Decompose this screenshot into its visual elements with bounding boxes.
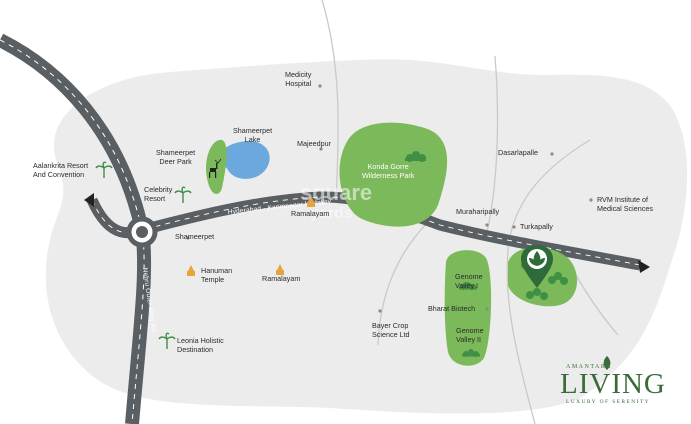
dot-rvm	[589, 198, 593, 202]
label-ramalayam-bottom: Ramalayam	[262, 274, 301, 283]
minor-roads	[321, 0, 619, 424]
palm-tree-icon	[95, 161, 113, 178]
label-genome-valley-2: Genome Valley II	[456, 326, 484, 344]
dot-shameerpet	[186, 236, 190, 240]
label-dasarlapalle: Dasarlapalle	[498, 148, 538, 157]
dot-majeedpur	[319, 147, 323, 151]
map-background-area	[45, 59, 688, 414]
label-shameerpet-lake: Shameerpet Lake	[233, 126, 273, 144]
location-dots	[186, 84, 593, 313]
temple-icon	[187, 265, 195, 276]
konda-gorre-park	[339, 122, 448, 227]
dot-bayer	[378, 309, 382, 313]
deer-icon	[209, 158, 222, 178]
dot-muraharipally	[485, 223, 489, 227]
dot-dasarlapalle	[550, 152, 554, 156]
label-shameerpet-deer-park: Shameerpet Deer Park	[156, 148, 196, 166]
brand-tagline: LUXURY OF SERENITY	[566, 399, 650, 405]
dot-bharat-biotech	[485, 307, 489, 311]
minor-road-dasarlapalle	[506, 139, 591, 424]
minor-road-bayer	[377, 219, 431, 346]
label-muraharipally: Muraharipally	[456, 207, 500, 216]
label-rvm-institute: RVM Institute of Medical Sciences	[597, 195, 653, 213]
label-konda-gorre: Konda Gorre Wilderness Park	[362, 162, 415, 180]
shameerpet-lake	[218, 141, 270, 179]
leaf-location-pin-icon	[521, 245, 553, 288]
dot-medicity	[318, 84, 322, 88]
project-pointer-line	[572, 269, 619, 336]
label-bharat-biotech: Bharat Biotech	[428, 304, 476, 313]
brand-top: AMANTARA	[566, 364, 613, 370]
road-arrow-left	[84, 193, 94, 207]
tree-cluster-icon	[459, 282, 480, 357]
dot-turkapally	[512, 225, 516, 229]
road-arrow-right	[638, 260, 650, 273]
watermark-yards: yards	[310, 205, 353, 222]
label-bayer-crop: Bayer Crop Science Ltd	[372, 321, 410, 339]
label-medicity-hospital: Medicity Hospital	[285, 70, 312, 88]
temple-icon	[276, 264, 284, 275]
brand-leaf-icon	[603, 356, 611, 370]
label-shameerpet: Shameerpet	[175, 232, 215, 241]
label-genome-valley-1: Genome Valley I	[455, 272, 483, 290]
watermark-square: square	[300, 180, 373, 205]
minor-road-medicity	[321, 0, 339, 201]
brand-name: LIVING	[560, 368, 666, 400]
label-ramalayam-top: Ramalayam	[291, 209, 330, 218]
label-celebrity-resort: Celebrity Resort	[144, 185, 173, 203]
minor-road-north	[484, 55, 499, 241]
palm-tree-icon	[174, 186, 192, 203]
genome-valley-area	[444, 250, 492, 366]
temple-icons	[187, 196, 315, 276]
temple-icon	[307, 196, 315, 207]
label-turkapally: Turkapally	[520, 222, 553, 231]
label-majeedpur: Majeedpur	[297, 139, 331, 148]
label-aalankrita-resort: Aalankrita Resort And Convention	[33, 161, 89, 179]
tree-cluster-icon	[405, 151, 426, 162]
label-leonia: Leonia Holistic Destination	[177, 336, 224, 354]
palm-tree-icon	[158, 332, 176, 349]
label-hanuman-temple: Hanuman Temple	[201, 266, 233, 284]
